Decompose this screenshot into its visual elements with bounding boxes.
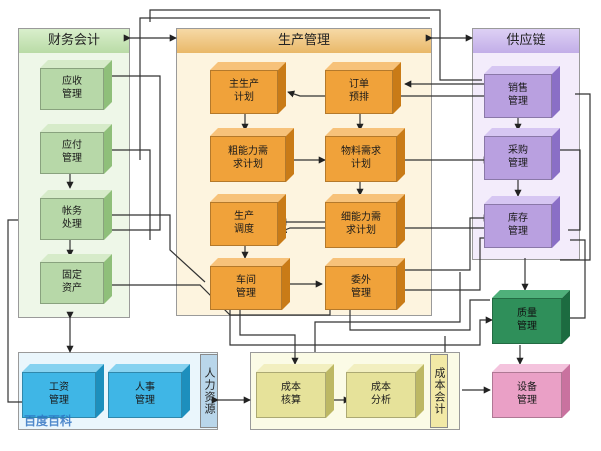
receivable-label: 应收 管理 (62, 76, 82, 100)
payable-box: 应付 管理 (40, 124, 112, 174)
quality-box: 质量 管理 (492, 290, 570, 344)
sales-box: 销售 管理 (484, 66, 560, 118)
purchase-box: 采购 管理 (484, 128, 560, 180)
cost-analysis-box: 成本 分析 (346, 364, 424, 418)
workshop-box: 车间 管理 (210, 258, 290, 310)
payroll-box: 工资 管理 (22, 364, 104, 418)
master-plan-box: 主生产 计划 (210, 62, 286, 114)
purchase-label: 采购 管理 (508, 145, 528, 169)
watermark: 百度百科 (24, 414, 73, 428)
supply-region-title: 供应链 (473, 29, 579, 53)
cost-accounting-box: 成本 核算 (256, 364, 334, 418)
personnel-box: 人事 管理 (108, 364, 190, 418)
ledger-box: 帐务 处理 (40, 190, 112, 240)
inventory-box: 库存 管理 (484, 196, 560, 248)
equipment-box: 设备 管理 (492, 364, 570, 418)
personnel-label: 人事 管理 (135, 382, 155, 406)
rough-capacity-label: 粗能力需 求计划 (228, 146, 268, 170)
cost-region-title: 成本会计 (430, 354, 448, 428)
cost-analysis-label: 成本 分析 (371, 382, 391, 406)
production-dispatch-label: 生产 调度 (234, 211, 254, 235)
outsourcing-box: 委外 管理 (325, 258, 405, 310)
material-req-box: 物料需求 计划 (325, 128, 405, 182)
ledger-label: 帐务 处理 (62, 206, 82, 230)
equipment-label: 设备 管理 (517, 382, 537, 406)
payable-label: 应付 管理 (62, 140, 82, 164)
order-forecast-label: 订单 预排 (349, 79, 369, 103)
receivable-box: 应收 管理 (40, 60, 112, 110)
finance-region-title: 财务会计 (19, 29, 129, 53)
quality-label: 质量 管理 (517, 308, 537, 332)
inventory-label: 库存 管理 (508, 213, 528, 237)
payroll-label: 工资 管理 (49, 382, 69, 406)
production-region-title: 生产管理 (177, 29, 431, 53)
material-req-label: 物料需求 计划 (341, 146, 381, 170)
workshop-label: 车间 管理 (236, 275, 256, 299)
production-dispatch-box: 生产 调度 (210, 194, 286, 246)
outsourcing-label: 委外 管理 (351, 275, 371, 299)
fine-capacity-box: 细能力需 求计划 (325, 194, 405, 248)
sales-label: 销售 管理 (508, 83, 528, 107)
fixed-assets-label: 固定 资产 (62, 270, 82, 294)
master-plan-label: 主生产 计划 (229, 79, 259, 103)
rough-capacity-box: 粗能力需 求计划 (210, 128, 294, 182)
fixed-assets-box: 固定 资产 (40, 254, 112, 304)
cost-accounting-label: 成本 核算 (281, 382, 301, 406)
fine-capacity-label: 细能力需 求计划 (341, 212, 381, 236)
order-forecast-box: 订单 预排 (325, 62, 401, 114)
